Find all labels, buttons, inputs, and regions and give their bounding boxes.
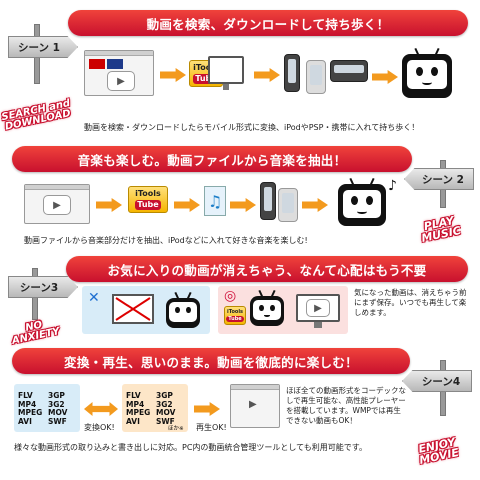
player-window: ▶	[230, 384, 280, 428]
arrow-icon	[174, 198, 200, 212]
scene-4-sign: シーン4	[402, 370, 472, 392]
input-formats-panel	[14, 384, 80, 432]
phone-icon	[260, 182, 276, 220]
arrow-icon	[194, 402, 220, 416]
pc-monitor-icon	[208, 56, 244, 90]
bad-case-panel: ✕	[82, 286, 210, 334]
scene-1-sign: シーン 1	[8, 36, 78, 58]
arrow-icon	[160, 68, 186, 82]
scene-4-caption: 様々な動画形式の取り込みと書き出しに対応。PC内の動画統合管理ツールとしても利用…	[14, 443, 367, 452]
scene-3-sign: シーン3	[8, 276, 78, 298]
scene-2-title: 音楽も楽しむ。動画ファイルから音楽を抽出！	[12, 146, 412, 172]
scene-4-title: 変換・再生、思いのまま。動画を徹底的に楽しむ！	[12, 348, 410, 374]
happy-mascot-icon	[250, 289, 284, 326]
music-note-icon: ♪	[388, 178, 397, 194]
o-mark: ◎	[224, 288, 237, 304]
pc-monitor-icon: ▶	[296, 294, 340, 328]
play-icon: ▶	[249, 399, 257, 410]
scene-1-title: 動画を検索、ダウンロードして持ち歩く！	[68, 10, 468, 36]
flag-icon	[89, 59, 105, 69]
mascot-icon	[402, 47, 452, 98]
play-icon: ▶	[306, 299, 330, 317]
flag-icon	[107, 59, 123, 69]
play-ok-label: 再生OK!	[196, 423, 227, 432]
ipod-icon	[306, 60, 326, 94]
arrow-icon	[254, 68, 280, 82]
scene-4-info: ほぼ全ての動画形式をコーデックなしで再生可能な、高性能プレーヤーを搭載しています…	[286, 386, 406, 425]
music-note-icon: ♫	[204, 186, 226, 216]
play-icon: ▶	[43, 195, 71, 215]
arrow-icon	[302, 198, 328, 212]
arrow-icon	[372, 70, 398, 84]
deleted-video-icon	[112, 294, 154, 324]
arrow-icon	[230, 198, 256, 212]
sad-mascot-icon	[166, 291, 200, 328]
ipod-icon	[278, 188, 298, 222]
scene-3-info: 気になった動画は、消えちゃう前にまず保存。いつでも再生して楽しめます。	[354, 288, 467, 317]
scene-1-caption: 動画を検索・ダウンロードしたらモバイル形式に変換、iPodやPSP・携帯に入れて…	[84, 123, 420, 132]
convert-ok-label: 変換OK!	[84, 423, 115, 432]
video-site-browser: ▶	[84, 50, 154, 96]
x-mark: ✕	[88, 290, 100, 306]
scene-2-caption: 動画ファイルから音楽部分だけを抽出、iPodなどに入れて好きな音楽を楽しむ!	[24, 236, 308, 245]
mascot-headphones-icon	[338, 177, 386, 226]
scene-3-title: お気に入りの動画が消えちゃう、なんて心配はもう不要	[66, 256, 468, 282]
output-formats-panel	[122, 384, 188, 432]
convert-arrow-icon	[84, 402, 118, 416]
scene-2-sign: シーン 2	[404, 168, 474, 190]
etc-note: ほか※	[168, 426, 184, 432]
video-file-window: ▶	[24, 184, 90, 224]
arrow-icon	[96, 198, 122, 212]
play-icon: ▶	[107, 71, 135, 91]
phone-icon	[284, 54, 300, 92]
psp-icon	[330, 60, 368, 82]
